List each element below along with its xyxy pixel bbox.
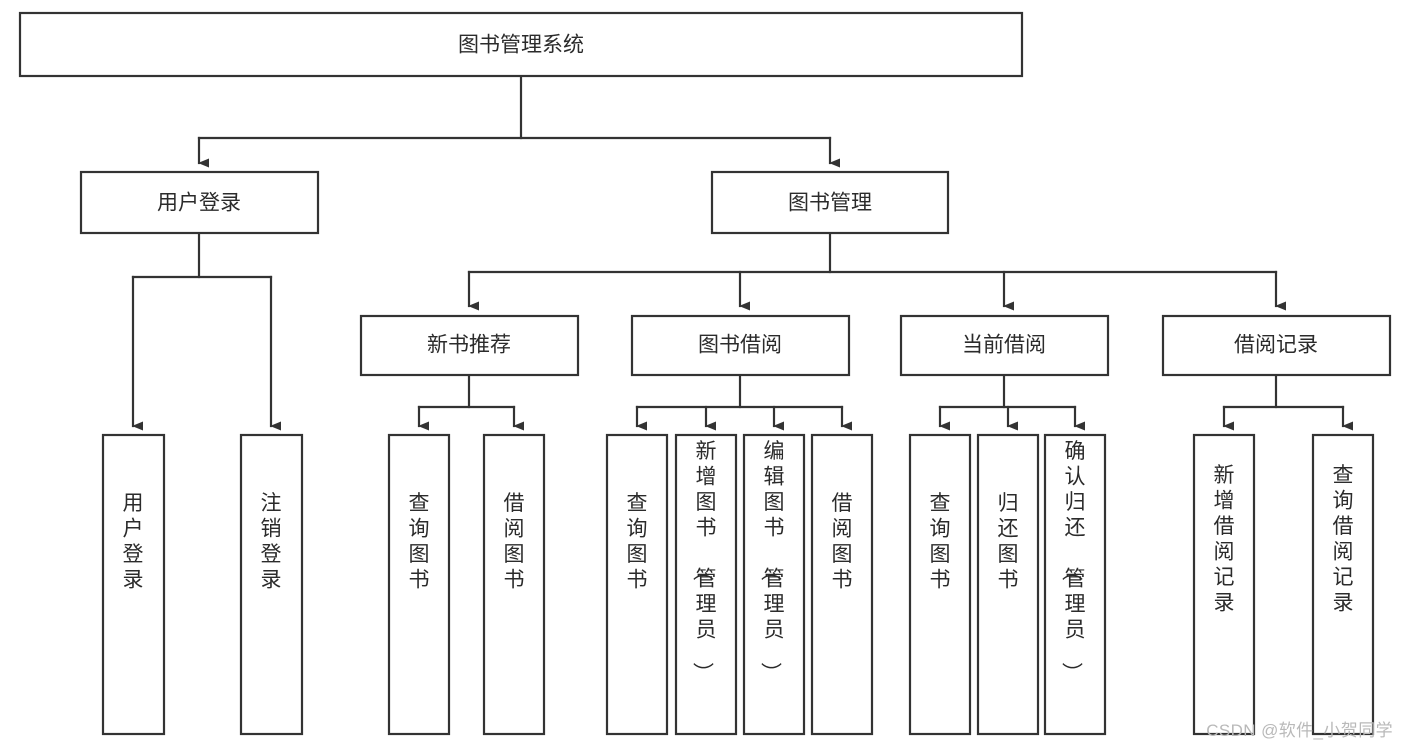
node-leaf-13-label: 查询借阅记录 xyxy=(1333,464,1354,615)
node-leaf-8-box[interactable] xyxy=(810,433,874,736)
node-current-borrow-label: 当前借阅 xyxy=(962,334,1046,357)
node-book-manage-box[interactable] xyxy=(710,170,950,235)
node-user-login-label: 用户登录 xyxy=(157,192,241,215)
node-leaf-13-box[interactable] xyxy=(1311,433,1375,736)
node-leaf-7-box[interactable] xyxy=(742,433,806,736)
node-leaf-2-box[interactable] xyxy=(239,433,304,736)
node-root-box[interactable] xyxy=(18,11,1024,78)
node-leaf-7-label: 编辑图书（管理员） xyxy=(759,440,785,683)
node-book-manage[interactable]: 图书管理 xyxy=(710,170,950,235)
node-book-borrow[interactable]: 图书借阅 xyxy=(630,314,851,377)
node-book-borrow-box[interactable] xyxy=(630,314,851,377)
node-borrow-record[interactable]: 借阅记录 xyxy=(1161,314,1392,377)
node-root[interactable]: 图书管理系统 xyxy=(18,11,1024,78)
node-leaf-13[interactable]: 查询借阅记录 xyxy=(1311,433,1375,736)
node-new-book-rec-box[interactable] xyxy=(359,314,580,377)
node-leaf-1[interactable]: 用户登录 xyxy=(101,433,166,736)
node-book-borrow-label: 图书借阅 xyxy=(698,334,782,357)
node-leaf-9[interactable]: 查询图书 xyxy=(908,433,972,736)
node-leaf-8-label: 借阅图书 xyxy=(832,492,853,592)
node-new-book-rec-label: 新书推荐 xyxy=(427,334,511,357)
node-leaf-3-label: 查询图书 xyxy=(409,492,430,592)
node-leaf-4-label: 借阅图书 xyxy=(504,492,525,592)
connector-group-root xyxy=(197,74,840,168)
node-leaf-10-label: 归还图书 xyxy=(998,492,1019,592)
node-leaf-6-box[interactable] xyxy=(674,433,738,736)
node-leaf-3-box[interactable] xyxy=(387,433,451,736)
node-leaf-10-box[interactable] xyxy=(976,433,1040,736)
node-leaf-1-label: 用户登录 xyxy=(123,492,144,592)
node-new-book-rec[interactable]: 新书推荐 xyxy=(359,314,580,377)
node-user-login[interactable]: 用户登录 xyxy=(79,170,320,235)
node-leaf-7[interactable]: 编辑图书（管理员） xyxy=(742,433,806,736)
node-leaf-5-label: 查询图书 xyxy=(627,492,648,592)
node-leaf-4[interactable]: 借阅图书 xyxy=(482,433,546,736)
csdn-watermark: CSDN @软件_小贺同学 xyxy=(1206,721,1393,740)
node-borrow-record-label: 借阅记录 xyxy=(1234,334,1318,357)
node-leaf-8[interactable]: 借阅图书 xyxy=(810,433,874,736)
node-leaf-6[interactable]: 新增图书（管理员） xyxy=(674,433,738,736)
connector-group-book-manage xyxy=(467,231,1286,311)
node-current-borrow[interactable]: 当前借阅 xyxy=(899,314,1110,377)
node-leaf-12-box[interactable] xyxy=(1192,433,1256,736)
node-book-manage-label: 图书管理 xyxy=(788,192,872,215)
node-leaf-11-box[interactable] xyxy=(1043,433,1107,736)
node-leaf-5-box[interactable] xyxy=(605,433,669,736)
node-borrow-record-box[interactable] xyxy=(1161,314,1392,377)
node-leaf-10[interactable]: 归还图书 xyxy=(976,433,1040,736)
connector-group-borrow-record xyxy=(1222,373,1353,431)
node-leaf-2-label: 注销登录 xyxy=(261,492,282,592)
node-leaf-1-box[interactable] xyxy=(101,433,166,736)
node-leaf-11[interactable]: 确认归还（管理员） xyxy=(1043,433,1107,736)
node-leaf-12-label: 新增借阅记录 xyxy=(1214,464,1235,615)
node-user-login-box[interactable] xyxy=(79,170,320,235)
node-leaf-12[interactable]: 新增借阅记录 xyxy=(1192,433,1256,736)
connector-group-user-login xyxy=(131,231,281,431)
node-leaf-9-box[interactable] xyxy=(908,433,972,736)
connector-group-current-borrow xyxy=(938,373,1085,431)
node-leaf-5[interactable]: 查询图书 xyxy=(605,433,669,736)
node-leaf-9-label: 查询图书 xyxy=(930,492,951,592)
node-root-label: 图书管理系统 xyxy=(458,34,584,57)
node-current-borrow-box[interactable] xyxy=(899,314,1110,377)
node-leaf-6-label: 新增图书（管理员） xyxy=(691,440,717,683)
node-leaf-3[interactable]: 查询图书 xyxy=(387,433,451,736)
connector-group-book-borrow xyxy=(635,373,852,431)
node-leaf-2[interactable]: 注销登录 xyxy=(239,433,304,736)
connector-group-new-book-rec xyxy=(417,373,524,431)
node-leaf-11-label: 确认归还（管理员） xyxy=(1060,440,1086,683)
node-leaf-4-box[interactable] xyxy=(482,433,546,736)
